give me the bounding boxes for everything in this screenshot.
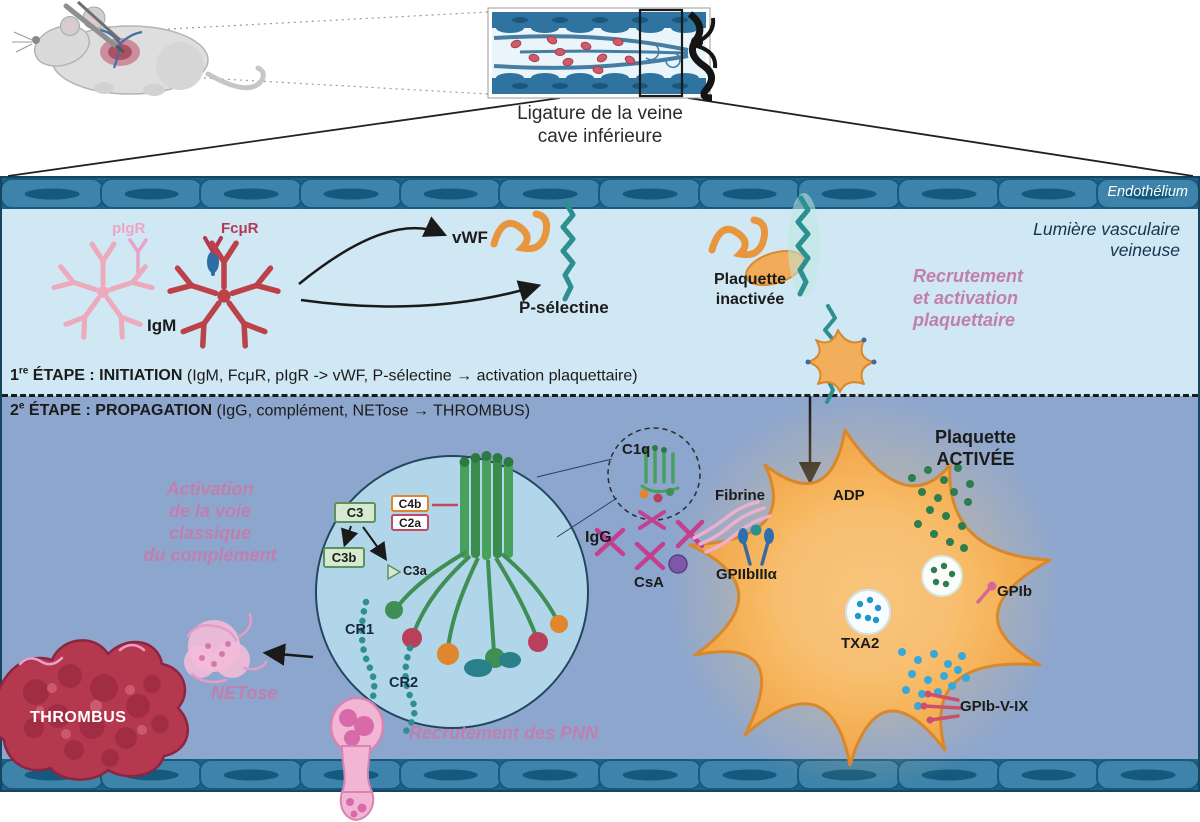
mouse-ear — [60, 16, 80, 36]
c3a-label: C3a — [403, 563, 427, 578]
endothelial-cell — [996, 759, 1101, 790]
p-selectin-label: P-sélectine — [519, 298, 609, 317]
c2a-tag: C2a — [391, 514, 429, 531]
endothelial-cell — [598, 178, 702, 209]
surgical-instrument-blade — [76, 0, 122, 42]
igg-label: IgG — [585, 529, 612, 546]
inset-wall-top — [492, 12, 706, 28]
inset-wall-bottom — [492, 78, 706, 94]
inset-frame — [487, 7, 711, 99]
surgical-site — [100, 38, 140, 66]
endothelial-cell — [598, 759, 702, 790]
csa-label: CsA — [634, 574, 665, 591]
endothelium-label: Endothélium — [1107, 184, 1188, 200]
mouse-ear-inner — [89, 13, 99, 23]
endothelial-cell — [299, 178, 403, 209]
mouse-nose — [32, 36, 40, 44]
c4b-tag: C4b — [391, 495, 429, 512]
endothelial-cell — [1096, 759, 1198, 790]
endothelial-cell — [697, 178, 802, 209]
gpib-label: GPIb — [997, 583, 1033, 600]
complement-pathway-caption: Activation de la voie classique du compl… — [143, 479, 277, 565]
endothelial-cell — [398, 759, 503, 790]
mouse-limb — [94, 82, 114, 94]
igm-label: IgM — [147, 316, 177, 335]
cr2-label: CR2 — [389, 675, 419, 691]
mouse-haunch — [156, 42, 204, 90]
netosis-label: NETose — [211, 683, 278, 703]
inset-wall-bumps — [496, 23, 699, 83]
endothelial-cell — [199, 178, 304, 209]
vwf-label: vWF — [452, 228, 488, 247]
endothelial-cell — [797, 759, 902, 790]
gpiibiiia-label: GPIIbIIIα — [716, 566, 777, 583]
endothelial-cell — [797, 178, 902, 209]
pnn-recruitment-label: Recrutement des PNN — [409, 723, 599, 743]
inset-red-cells — [510, 35, 636, 75]
endothelial-cell — [299, 759, 403, 790]
endothelial-cell — [99, 178, 204, 209]
active-platelet-label: Plaquette ACTIVÉE — [934, 427, 1017, 469]
inset-wall-nuclei — [512, 17, 688, 89]
recruitment-caption: Recrutement et activation plaquettaire — [913, 266, 1024, 330]
gpib-v-ix-label: GPIb-V-IX — [960, 698, 1029, 715]
c3-tag: C3 — [334, 502, 376, 523]
c1q-label: C1q — [622, 441, 651, 458]
endothelial-cell — [697, 759, 802, 790]
pnn-granule — [350, 810, 358, 818]
mouse-limb — [143, 84, 165, 96]
txa2-label: TXA2 — [841, 635, 880, 652]
mouse-whiskers — [12, 31, 33, 53]
endothelial-cell — [1096, 178, 1198, 209]
endothelium-band-bottom — [2, 759, 1198, 790]
fcmur-label: FcμR — [221, 220, 259, 237]
mouse-head — [33, 25, 91, 67]
endothelial-cell — [996, 178, 1101, 209]
mouse-illustration — [12, 0, 266, 96]
surgical-instrument — [63, 3, 119, 49]
vessel-inset — [487, 7, 718, 102]
thrombus-label: THROMBUS — [30, 709, 127, 726]
stage1-heading: 1re ÉTAPE : INITIATION (IgM, FcμR, pIgR … — [10, 366, 638, 386]
mouse-tail — [205, 65, 266, 91]
stage2-heading: 2e ÉTAPE : PROPAGATION (IgG, complément,… — [10, 401, 530, 421]
endothelial-cell — [199, 759, 304, 790]
pnn-extravasated-drop — [339, 791, 375, 822]
stage-divider-dashed-line — [2, 394, 1198, 397]
cr1-label: CR1 — [345, 622, 375, 638]
ligature-knot — [687, 11, 718, 102]
endothelium-band-top — [2, 178, 1198, 209]
pnn-granule — [346, 798, 354, 806]
endothelial-cell — [897, 178, 1001, 209]
pigr-label: pIgR — [112, 220, 146, 237]
mouse-vessels — [99, 28, 143, 69]
endothelial-cell — [498, 759, 603, 790]
ligature-caption: Ligature de la veine cave inférieure — [517, 103, 683, 148]
mouse-inset-dotted-lines — [149, 11, 489, 95]
surgical-site-inner — [108, 44, 132, 60]
venous-lumen-label: Lumière vasculaire veineuse — [1033, 219, 1180, 261]
adp-label: ADP — [833, 487, 865, 504]
endothelial-cell — [897, 759, 1001, 790]
endothelial-cell — [498, 178, 603, 209]
mouse-ear — [82, 6, 106, 30]
endothelial-cell — [2, 759, 104, 790]
mouse-body — [51, 25, 209, 95]
stage1-title: 1re ÉTAPE : INITIATION — [10, 366, 187, 385]
pnn-granule — [357, 803, 367, 813]
stage2-title: 2e ÉTAPE : PROPAGATION — [10, 401, 217, 420]
stage1-detail: (IgM, FcμR, pIgR -> vWF, P-sélectine → a… — [186, 367, 638, 385]
endothelial-cell — [99, 759, 204, 790]
stage2-detail: (IgG, complément, NETose → THROMBUS) — [216, 402, 531, 420]
endothelial-cell — [398, 178, 503, 209]
inset-streamlines — [493, 34, 689, 70]
c3b-tag: C3b — [323, 547, 365, 568]
inset-lumen — [492, 26, 706, 80]
fibrin-label: Fibrine — [715, 487, 766, 504]
endothelial-cell — [2, 178, 104, 209]
mouse-ear-inner — [65, 21, 75, 31]
surgical-instrument-tip — [115, 44, 125, 54]
inset-zoom-rectangle — [638, 8, 684, 98]
inactive-platelet-label: Plaquette inactivée — [713, 271, 786, 308]
